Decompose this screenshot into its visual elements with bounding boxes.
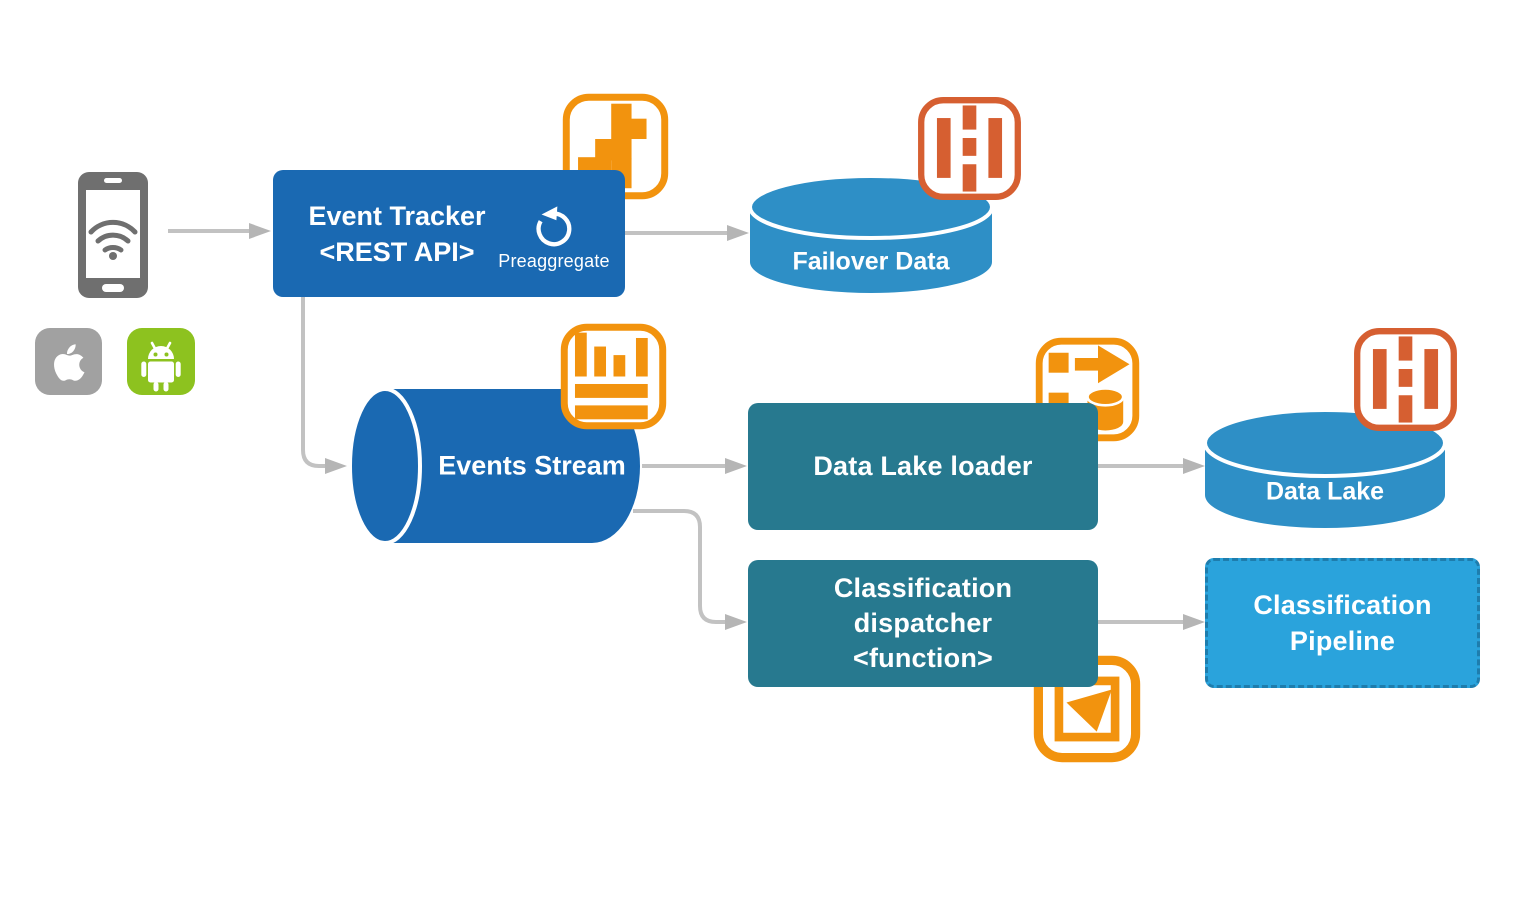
smartphone-wifi-icon [78,172,148,298]
arrowhead [325,458,347,474]
android-robot [141,341,181,392]
data-lake-loader-label: Data Lake loader [813,451,1033,481]
arrowhead [725,458,747,474]
events-stream-label: Events Stream [438,450,626,481]
pipeline-line: Classification [1253,590,1432,620]
connectors [168,229,1184,624]
arrowhead [725,614,747,630]
arrowhead [1183,614,1205,630]
preaggregate-badge: Preaggregate [495,202,613,272]
phone-home-button [102,284,124,292]
dispatcher-line: Classification [833,573,1013,603]
arrowheads [249,223,1205,630]
apple-icon [35,328,102,395]
phone-speaker [104,178,122,183]
bar-chart-stream-icon [560,323,667,430]
preaggregate-label: Preaggregate [498,250,610,271]
android-icon [127,328,195,395]
data-lake-label: Data Lake [1265,477,1385,506]
h-bars-icon [1354,328,1457,431]
arrowhead [249,223,271,239]
arrowhead [1183,458,1205,474]
wifi-dot [109,252,117,260]
wifi-icon [88,219,138,253]
event-tracker-title: Event Tracker [308,200,486,231]
connector-event-tracker-to-stream [301,297,326,468]
event-tracker-label: Event Tracker <REST API> [299,198,495,270]
failover-data-label: Failover Data [792,247,950,276]
connector-stream-to-dispatcher [633,509,726,624]
refresh-arrow-icon [536,205,572,246]
h-bars-icon [918,97,1021,200]
failover-data-cylinder [748,174,994,293]
classification-pipeline-node: Classification Pipeline [1205,558,1480,688]
events-stream-cylinder [348,387,640,545]
dispatcher-line: dispatcher [853,608,993,638]
arrowhead [727,225,749,241]
data-lake-loader-node: Data Lake loader [748,403,1098,530]
event-tracker-node: Event Tracker <REST API> Preaggregate [273,170,625,297]
classification-dispatcher-node: Classification dispatcher <function> [748,560,1098,687]
dispatcher-line: <function> [852,643,993,673]
event-tracker-subtitle: <REST API> [319,236,475,267]
pipeline-line: Pipeline [1289,626,1396,656]
apple-logo [54,344,85,381]
